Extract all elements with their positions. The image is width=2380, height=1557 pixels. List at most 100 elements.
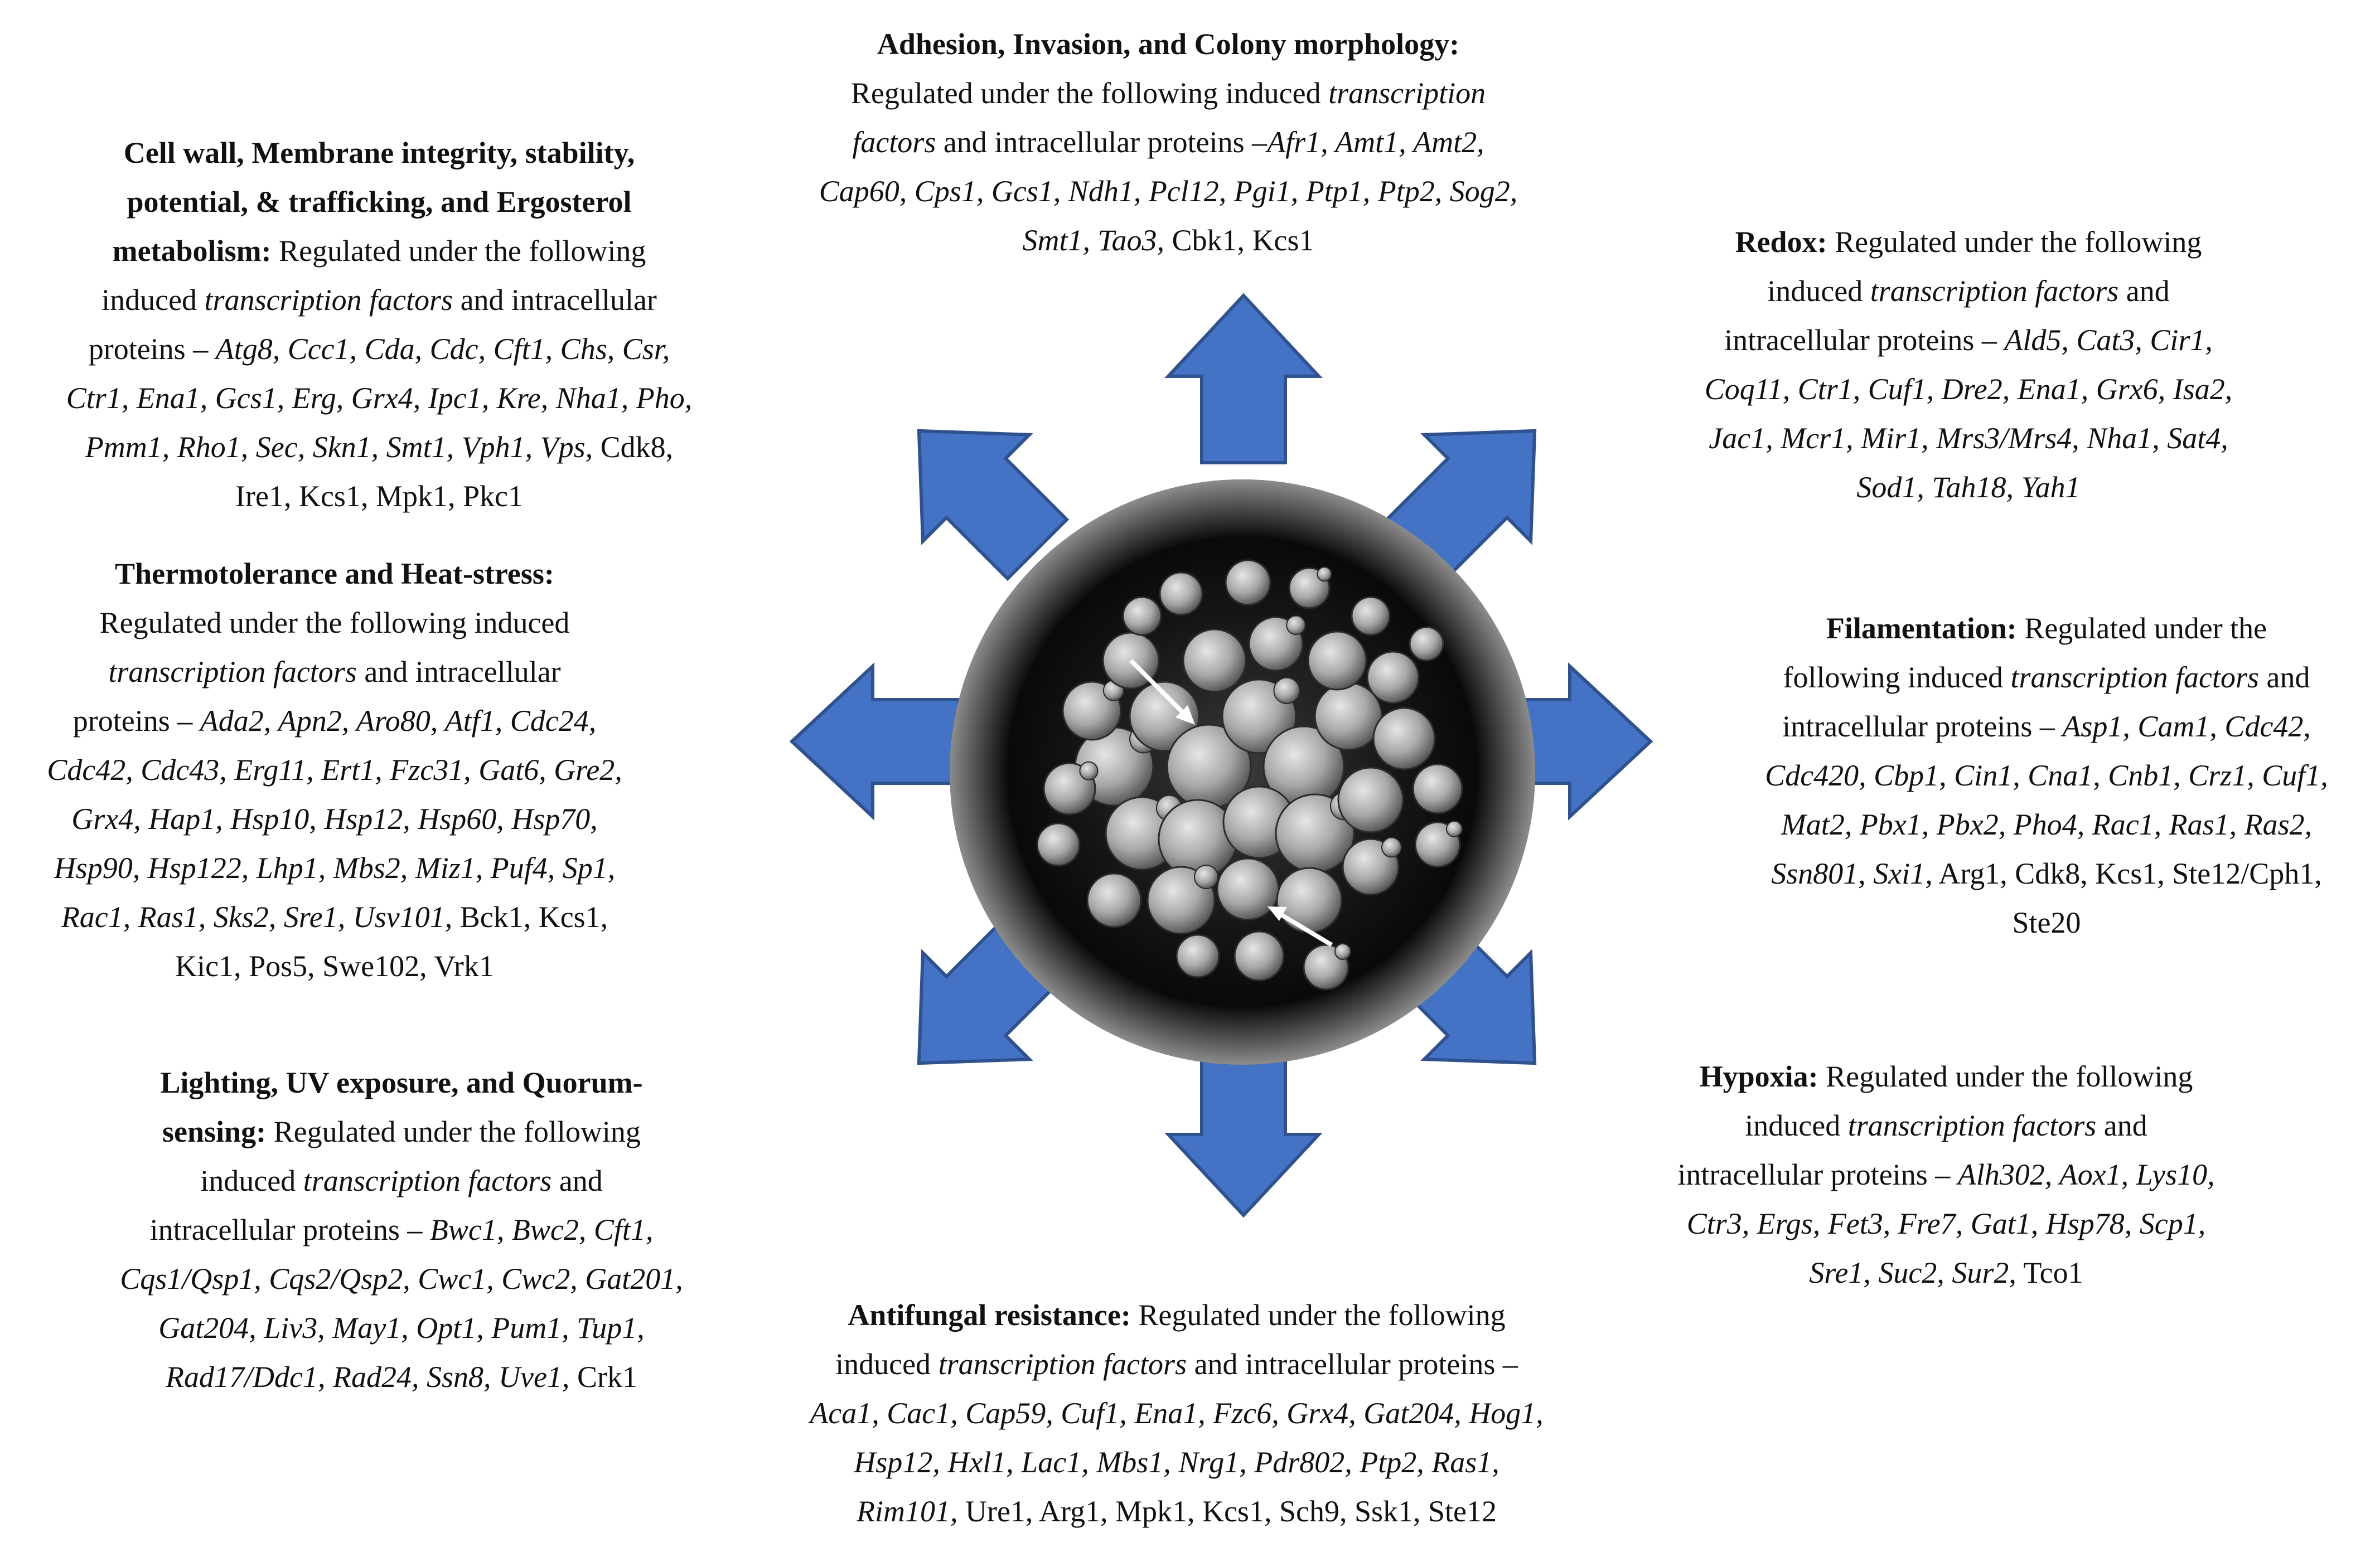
adhesion-genes-b: Cap60, Cps1, Gcs1, Ndh1, Pcl12, Pgi1, Pt… [819, 174, 1518, 208]
filamentation-block: Filamentation: Regulated under the follo… [1720, 604, 2373, 947]
redox-intracellular: intracellular proteins – [1724, 323, 2005, 357]
antifungal-block: Antifungal resistance: Regulated under t… [758, 1291, 1595, 1536]
thermo-title: Thermotolerance and Heat-stress: [115, 557, 554, 590]
sem-micrograph [947, 477, 1538, 1068]
lighting-block: Lighting, UV exposure, and Quorum- sensi… [78, 1058, 725, 1401]
filamentation-and: and [2259, 661, 2310, 694]
thermo-tf: transcription factors [108, 655, 357, 688]
hypoxia-and: and [2096, 1109, 2147, 1142]
thermo-genes-1: Ada2, Apn2, Aro80, Atf1, Cdc24, [200, 704, 597, 738]
redox-genes-1: Ald5, Cat3, Cir1, [2004, 323, 2213, 357]
redox-and: and [2118, 274, 2170, 308]
hypoxia-genes-1: Alh302, Aox1, Lys10, [1957, 1158, 2215, 1191]
lighting-genes-3: Gat204, Liv3, May1, Opt1, Pum1, Tup1, [158, 1311, 645, 1345]
hypoxia-intracellular: intracellular proteins – [1677, 1158, 1958, 1191]
filamentation-genes-2: Cdc420, Cbp1, Cin1, Cna1, Cnb1, Crz1, Cu… [1765, 759, 2328, 792]
cellwall-proteins-1: Cdk8, [593, 430, 674, 464]
filamentation-proteins-2: Ste20 [2012, 906, 2081, 939]
filamentation-induced: following induced [1783, 661, 2011, 694]
antifungal-genes-1: Aca1, Cac1, Cap59, Cuf1, Ena1, Fzc6, Grx… [810, 1396, 1544, 1430]
redox-genes-3: Jac1, Mcr1, Mir1, Mrs3/Mrs4, Nha1, Sat4, [1709, 421, 2228, 455]
filamentation-intracellular: intracellular proteins – [1782, 710, 2063, 743]
antifungal-genes-2: Hsp12, Hxl1, Lac1, Mbs1, Nrg1, Pdr802, P… [854, 1446, 1499, 1479]
cellwall-genes-2: Ctr1, Ena1, Gcs1, Erg, Grx4, Ipc1, Kre, … [66, 381, 693, 415]
lighting-intracellular: intracellular proteins – [149, 1213, 430, 1246]
arrow-up [1164, 293, 1323, 464]
thermo-genes-2: Cdc42, Cdc43, Erg11, Ert1, Fzc31, Gat6, … [47, 753, 622, 787]
arrow-up-right [1384, 429, 1537, 581]
adhesion-genes-c: Smt1, Tao3, [1022, 224, 1165, 257]
adhesion-intracellular: and intracellular proteins – [936, 125, 1268, 159]
adhesion-regulated: Regulated under the following induced [850, 76, 1329, 110]
cellwall-intracellular: and intracellular [453, 283, 657, 317]
thermo-genes-3: Grx4, Hap1, Hsp10, Hsp12, Hsp60, Hsp70, [71, 802, 598, 836]
lighting-induced: induced [200, 1164, 303, 1197]
cellwall-regulated: Regulated under the following [271, 234, 646, 268]
hypoxia-tf: transcription factors [1847, 1109, 2097, 1142]
filamentation-genes-3: Mat2, Pbx1, Pbx2, Pho4, Rac1, Ras1, Ras2… [1781, 808, 2313, 841]
lighting-proteins: Crk1 [569, 1360, 637, 1394]
hypoxia-genes-2: Ctr3, Ergs, Fet3, Fre7, Gat1, Hsp78, Scp… [1686, 1207, 2206, 1240]
antifungal-regulated: Regulated under the following [1130, 1298, 1506, 1332]
antifungal-genes-3: Rim101, [856, 1495, 958, 1528]
arrow-down [1164, 1046, 1323, 1218]
cellwall-induced: induced [101, 283, 205, 317]
adhesion-title: Adhesion, Invasion, and Colony morpholog… [877, 27, 1460, 61]
adhesion-block: Adhesion, Invasion, and Colony morpholog… [742, 20, 1595, 265]
adhesion-factors-word: factors [852, 125, 936, 159]
filamentation-genes-4: Ssn801, Sxi1, [1771, 857, 1933, 890]
arrow-left [789, 662, 961, 821]
redox-induced: induced [1767, 274, 1870, 308]
filamentation-genes-1: Asp1, Cam1, Cdc42, [2062, 710, 2311, 743]
redox-tf: transcription factors [1870, 274, 2119, 308]
cellwall-title-1: Cell wall, Membrane integrity, stability… [123, 136, 635, 169]
thermo-block: Thermotolerance and Heat-stress: Regulat… [11, 549, 658, 991]
antifungal-intracellular: and intracellular proteins – [1187, 1347, 1518, 1381]
arrow-up-left [917, 429, 1070, 581]
antifungal-proteins: Ure1, Arg1, Mpk1, Kcs1, Sch9, Ssk1, Ste1… [957, 1495, 1497, 1528]
hypoxia-regulated: Regulated under the following [1818, 1060, 2193, 1093]
hypoxia-induced: induced [1745, 1109, 1848, 1142]
adhesion-proteins: Cbk1, Kcs1 [1164, 224, 1314, 257]
lighting-title-1: Lighting, UV exposure, and Quorum- [160, 1066, 643, 1099]
antifungal-induced: induced [835, 1347, 939, 1381]
cellwall-block: Cell wall, Membrane integrity, stability… [17, 128, 742, 521]
redox-block: Redox: Regulated under the following ind… [1634, 217, 2303, 512]
lighting-regulated: Regulated under the following [266, 1115, 641, 1148]
thermo-genes-4: Hsp90, Hsp122, Lhp1, Mbs2, Miz1, Puf4, S… [54, 851, 616, 885]
thermo-regulated: Regulated under the following induced [99, 606, 570, 639]
thermo-genes-5: Rac1, Ras1, Sks2, Sre1, Usv101, [61, 900, 453, 934]
lighting-and: and [552, 1164, 603, 1197]
filamentation-title: Filamentation: [1826, 612, 2017, 645]
lighting-genes-4: Rad17/Ddc1, Rad24, Ssn8, Uve1, [166, 1360, 570, 1394]
antifungal-tf: transcription factors [938, 1347, 1187, 1381]
thermo-proteins-1: Bck1, Kcs1, [452, 900, 608, 934]
cellwall-genes-1: Atg8, Ccc1, Cda, Cdc, Cft1, Chs, Csr, [215, 332, 670, 366]
thermo-intracellular: and intracellular [356, 655, 561, 688]
filamentation-regulated: Regulated under the [2016, 612, 2267, 645]
thermo-proteins-label: proteins – [72, 704, 200, 738]
antifungal-title: Antifungal resistance: [848, 1298, 1131, 1332]
lighting-title-2: sensing: [162, 1115, 267, 1148]
adhesion-tf-word: transcription [1328, 76, 1486, 110]
redox-genes-4: Sod1, Tah18, Yah1 [1856, 471, 2081, 504]
hypoxia-proteins: Tco1 [2016, 1256, 2083, 1289]
redox-title: Redox: [1735, 225, 1827, 259]
hypoxia-genes-3: Sre1, Suc2, Sur2, [1809, 1256, 2016, 1289]
thermo-proteins-2: Kic1, Pos5, Swe102, Vrk1 [175, 949, 494, 983]
cellwall-title-3: metabolism: [112, 234, 272, 268]
fungal-cells-sem-micrograph-icon [950, 479, 1535, 1065]
cellwall-genes-3: Pmm1, Rho1, Sec, Skn1, Smt1, Vph1, Vps, [85, 430, 593, 464]
cellwall-proteins-label: proteins – [88, 332, 216, 366]
redox-genes-2: Coq11, Ctr1, Cuf1, Dre2, Ena1, Grx6, Isa… [1704, 372, 2233, 406]
filamentation-tf: transcription factors [2010, 661, 2259, 694]
lighting-tf: transcription factors [303, 1164, 552, 1197]
hypoxia-block: Hypoxia: Regulated under the following i… [1612, 1052, 2281, 1297]
cellwall-proteins-2: Ire1, Kcs1, Mpk1, Pkc1 [235, 479, 523, 513]
filamentation-proteins-1: Arg1, Cdk8, Kcs1, Ste12/Cph1, [1932, 857, 2322, 890]
lighting-genes-1: Bwc1, Bwc2, Cft1, [429, 1213, 654, 1246]
redox-regulated: Regulated under the following [1827, 225, 2202, 259]
lighting-genes-2: Cqs1/Qsp1, Cqs2/Qsp2, Cwc1, Cwc2, Gat201… [120, 1262, 683, 1296]
adhesion-genes-a: Afr1, Amt1, Amt2, [1267, 125, 1484, 159]
